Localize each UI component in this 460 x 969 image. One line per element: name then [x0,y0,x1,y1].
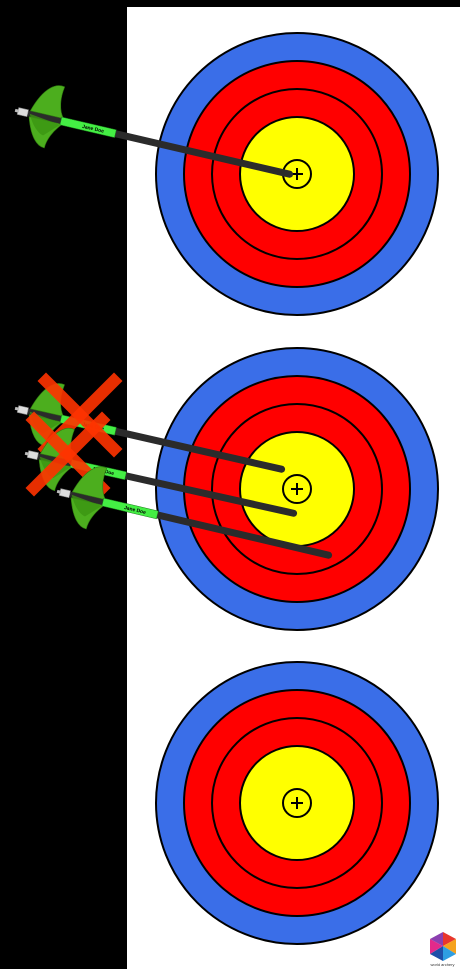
arrow-nock [17,108,28,117]
target-bottom [156,662,438,944]
arrow-label: Jane Doe [81,124,104,135]
arrow-nock [27,451,38,460]
arrow-nock [17,406,28,415]
arrow-nock [59,489,70,498]
target-top [156,33,438,315]
arrow-label: Jane Doe [123,505,146,516]
logo-text: world archery [425,962,460,967]
